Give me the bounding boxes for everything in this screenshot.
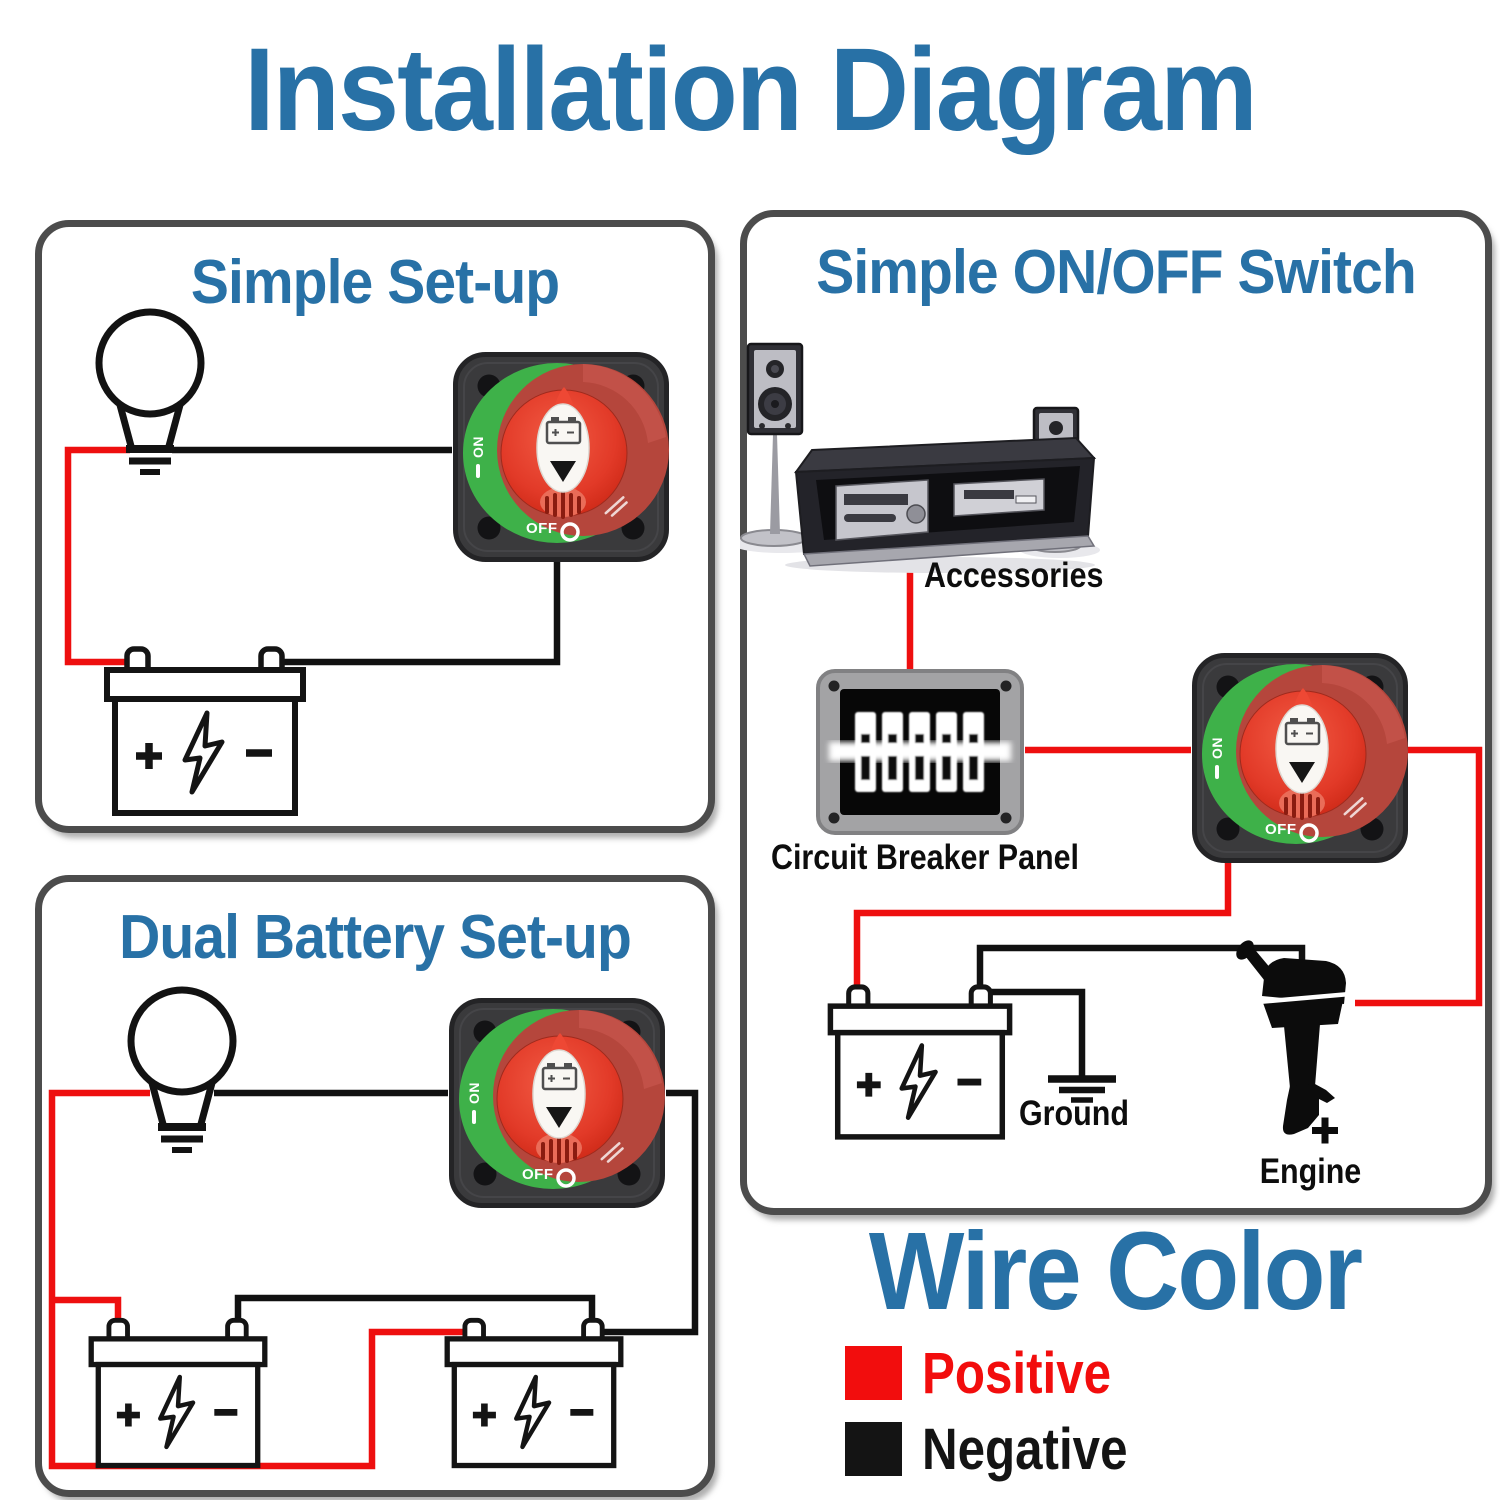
battery-switch-icon: ON OFF <box>452 351 670 563</box>
wire-negative-switch-battery <box>268 558 561 666</box>
positive-label: Positive <box>922 1341 1112 1406</box>
battery-icon <box>441 1312 627 1472</box>
engine-icon <box>1236 940 1351 1144</box>
switch-on-label: ON <box>1209 737 1225 759</box>
battery-switch-icon: ON OFF <box>448 997 666 1209</box>
stereo-accessories-icon <box>740 342 1100 573</box>
wire-positive-switch-engine <box>1355 746 1483 1007</box>
circuit-breaker-panel-icon <box>816 669 1024 835</box>
switch-off-label: OFF <box>522 1166 554 1183</box>
panel-dual-battery-title: Dual Battery Set-up <box>119 903 632 972</box>
switch-on-tick <box>472 1110 476 1124</box>
panel-on-off-switch-title: Simple ON/OFF Switch <box>816 238 1417 307</box>
battery-switch-icon: ON OFF <box>1191 652 1409 864</box>
switch-off-label: OFF <box>526 520 558 537</box>
light-bulb-icon <box>90 305 210 475</box>
negative-wires <box>172 446 1306 1336</box>
negative-label: Negative <box>922 1417 1128 1482</box>
engine-plus-mark <box>1312 1117 1338 1144</box>
battery-icon <box>824 978 1016 1144</box>
wire-positive-bulb-battery <box>64 446 142 666</box>
wire-negative-battery-battery <box>234 1294 596 1326</box>
engine-label: Engine <box>1259 1152 1362 1191</box>
circuit-breaker-panel-label: Circuit Breaker Panel <box>770 838 1080 877</box>
switch-on-tick <box>1215 765 1219 779</box>
wire-negative-battery-ground <box>988 988 1086 1076</box>
page-title: Installation Diagram <box>244 24 1258 156</box>
accessories-label: Accessories <box>924 556 1104 595</box>
negative-color-swatch <box>845 1422 902 1476</box>
ground-icon <box>1048 1075 1116 1103</box>
battery-icon <box>85 1312 271 1472</box>
switch-off-label: OFF <box>1265 821 1297 838</box>
switch-on-tick <box>476 464 480 478</box>
ground-label: Ground <box>1019 1094 1129 1133</box>
switch-on-label: ON <box>466 1082 482 1104</box>
wire-negative-dual-switch-battery <box>598 1089 699 1336</box>
light-bulb-icon <box>122 983 242 1153</box>
wire-positive-switch-battery <box>853 862 1232 992</box>
positive-color-swatch <box>845 1346 902 1400</box>
battery-icon <box>100 640 310 820</box>
panel-simple-setup-title: Simple Set-up <box>190 248 560 317</box>
legend-title: Wire Color <box>868 1210 1363 1333</box>
switch-on-label: ON <box>470 436 486 458</box>
